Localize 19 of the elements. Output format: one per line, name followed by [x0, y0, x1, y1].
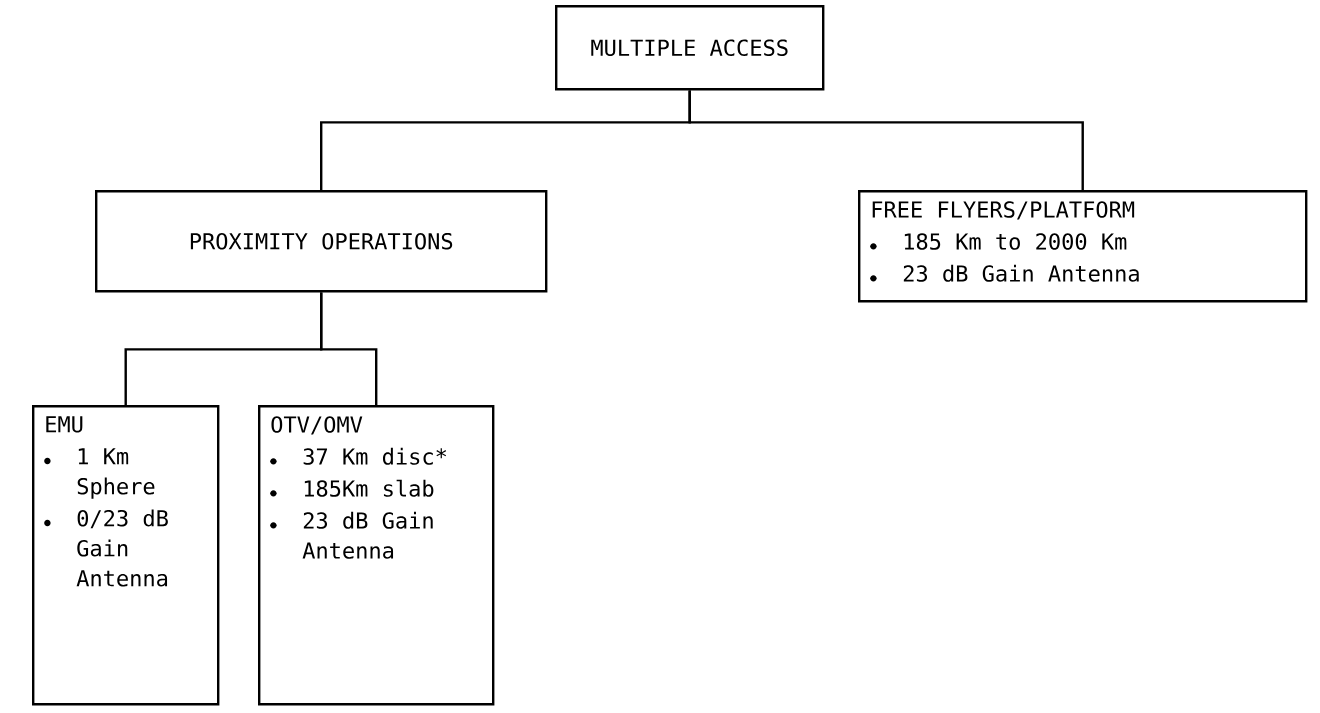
- bullet-text: 185 Km to 2000 Km: [904, 233, 1127, 250]
- box-heading: MULTIPLE ACCESS: [591, 39, 788, 57]
- connector-line: [320, 292, 378, 405]
- box-heading: OTV/OMV: [271, 416, 363, 435]
- info-box: [32, 405, 220, 706]
- box-heading: EMU: [46, 416, 83, 433]
- connector-line: [688, 90, 1084, 190]
- info-box: [258, 405, 495, 706]
- bullet-text: 23 dB Gain Antenna: [903, 264, 1139, 282]
- bullet-text: 185Km slab: [304, 479, 434, 497]
- bullet-text: 37 Km disc*: [303, 447, 447, 465]
- bullet-text: 1 Km Sphere: [77, 448, 155, 499]
- box-heading: FREE FLYERS/PLATFORM: [872, 201, 1135, 220]
- bullet-text: 0/23 dB Gain Antenna: [76, 509, 168, 587]
- bullet-text: 23 dB Gain Antenna: [302, 511, 433, 559]
- category-box: [95, 190, 548, 293]
- info-box: [858, 190, 1308, 303]
- category-box: [555, 5, 825, 91]
- box-heading: PROXIMITY OPERATIONS: [190, 232, 453, 250]
